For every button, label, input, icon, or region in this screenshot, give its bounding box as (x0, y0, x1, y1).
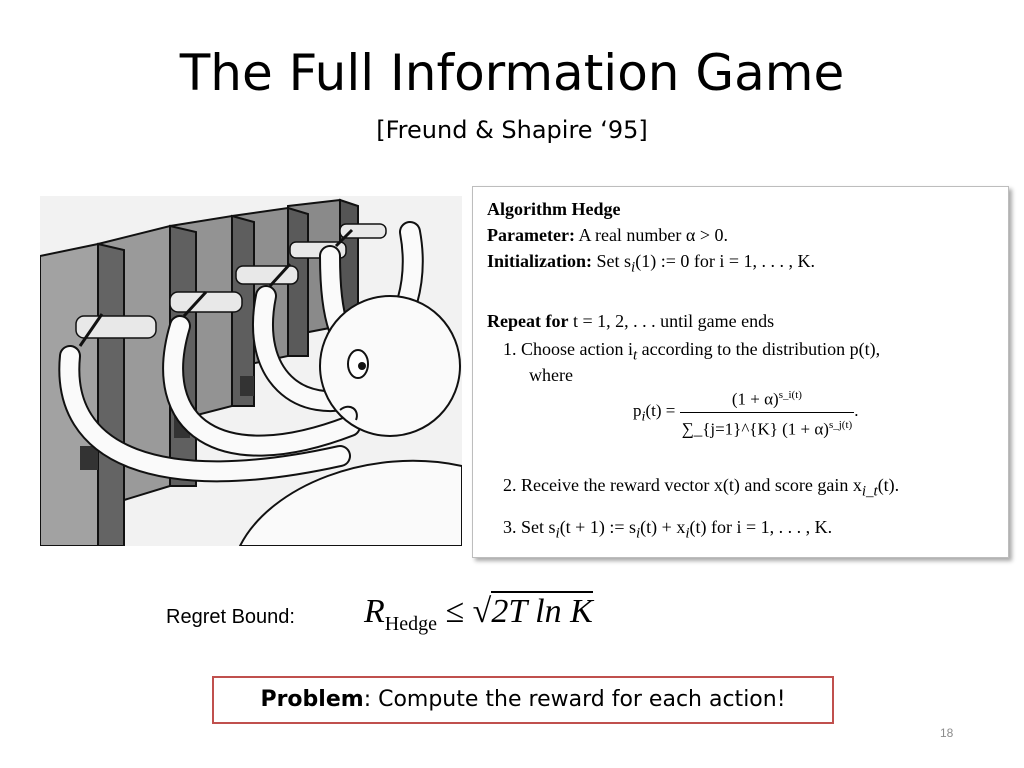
repeat-label: Repeat for (487, 311, 569, 331)
parameter-label: Parameter: (487, 225, 575, 245)
formula-numerator-text: (1 + α) (731, 389, 779, 409)
formula-lhs: p (633, 401, 642, 421)
step3-sub3: i (685, 525, 690, 542)
formula-numerator-sup: s_i(t) (778, 389, 802, 401)
step1-number: 1. (503, 339, 517, 359)
formula-lhs-rest: (t) = (645, 401, 676, 421)
step3-sub2: i (636, 525, 641, 542)
step1-where: where (529, 365, 573, 385)
regret-relation: ≤ (445, 593, 465, 630)
step2-sub: i_t (861, 483, 878, 500)
problem-callout: Problem: Compute the reward for each act… (212, 676, 834, 724)
algorithm-name: Algorithm Hedge (487, 199, 621, 219)
hedge-distribution-formula: pi(t) = (1 + α)s_i(t) ∑_{j=1}^{K} (1 + α… (633, 383, 858, 441)
step3-text-rest3: (t) for i = 1, . . . , K. (689, 517, 833, 537)
algorithm-step-1: 1. Choose action it according to the dis… (503, 337, 880, 368)
octopus-slot-machines-illustration (40, 196, 462, 546)
initialization-label: Initialization: (487, 251, 593, 271)
regret-lhs-sub: Hedge (384, 612, 437, 635)
step1-text-rest: according to the distribution p(t), (641, 339, 881, 359)
formula-denominator-sup: s_j(t) (828, 418, 853, 431)
regret-lhs: R (364, 593, 385, 630)
octopus-slot-machines-icon (40, 196, 462, 546)
algorithm-initialization-line: Initialization: Set si(1) := 0 for i = 1… (487, 249, 815, 280)
step3-text-rest: (t + 1) := s (559, 517, 636, 537)
initialization-text-sub: i (631, 259, 636, 276)
initialization-text: Set s (596, 251, 632, 271)
regret-bound-label: Regret Bound: (166, 606, 295, 628)
formula-denominator-text: ∑_{j=1}^{K} (1 + α) (681, 419, 829, 439)
repeat-text: t = 1, 2, . . . until game ends (572, 311, 775, 331)
formula-numerator: (1 + α)s_i(t) (679, 383, 855, 413)
step2-number: 2. (503, 475, 517, 495)
algorithm-repeat-line: Repeat for t = 1, 2, . . . until game en… (487, 309, 774, 333)
problem-text: : Compute the reward for each action! (363, 687, 786, 712)
slide-subtitle: [Freund & Shapire ‘95] (376, 116, 648, 144)
slide-title: The Full Information Game (179, 44, 845, 102)
algorithm-hedge-box: Algorithm Hedge Parameter: A real number… (472, 186, 1009, 558)
formula-end: . (854, 401, 859, 421)
regret-rhs: 2T ln K (491, 591, 593, 630)
step3-number: 3. (503, 517, 517, 537)
parameter-text: A real number α > 0. (578, 225, 728, 245)
initialization-text-rest: (1) := 0 for i = 1, . . . , K. (635, 251, 815, 271)
algorithm-parameter-line: Parameter: A real number α > 0. (487, 223, 728, 247)
step2-text-rest: (t). (877, 475, 900, 495)
formula-lhs-sub: i (641, 408, 646, 425)
step1-sub: t (632, 347, 638, 364)
step3-text: Set s (521, 517, 556, 537)
step1-text: Choose action i (521, 339, 633, 359)
regret-bound-formula: RHedge ≤ √2T ln K (364, 590, 593, 646)
algorithm-step-3: 3. Set si(t + 1) := si(t) + xi(t) for i … (503, 515, 832, 546)
step3-sub: i (555, 525, 560, 542)
sqrt-icon: √ (472, 593, 492, 630)
page-number: 18 (940, 726, 954, 740)
formula-denominator: ∑_{j=1}^{K} (1 + α)s_j(t) (680, 412, 855, 441)
problem-label: Problem (260, 687, 364, 712)
algorithm-step-2: 2. Receive the reward vector x(t) and sc… (503, 473, 899, 504)
formula-fraction: (1 + α)s_i(t) ∑_{j=1}^{K} (1 + α)s_j(t) (679, 383, 855, 441)
step3-text-rest2: (t) + x (640, 517, 686, 537)
step2-text: Receive the reward vector x(t) and score… (521, 475, 862, 495)
